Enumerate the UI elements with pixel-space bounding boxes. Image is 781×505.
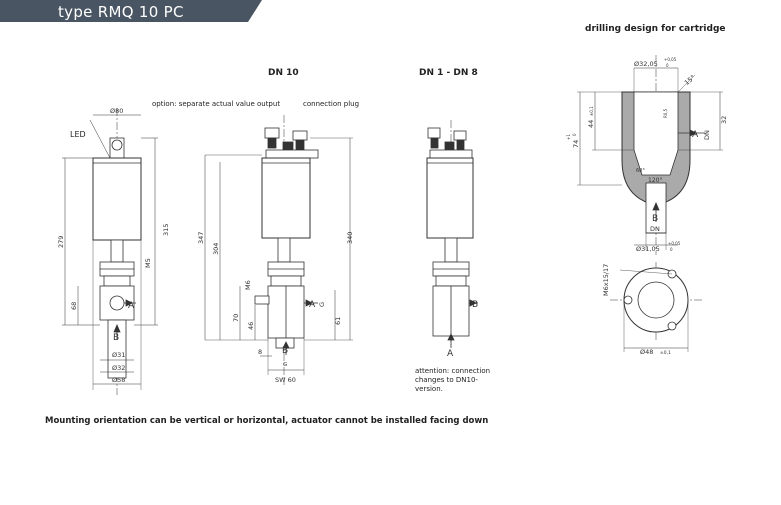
dim-d3105-tol-top: +0,05 [668, 241, 681, 246]
dim-347: 347 [197, 232, 205, 244]
cartridge-flange-view [610, 262, 702, 352]
dim-r05: R0,5 [663, 108, 668, 118]
attention-note-line-1: attention: connection [415, 367, 491, 375]
header-tab [0, 0, 262, 22]
dim-61: 61 [334, 317, 342, 325]
label-b-view3: B [472, 300, 478, 310]
dim-70: 70 [232, 314, 240, 322]
dim-d32: Ø32 [112, 364, 125, 372]
label-a-view1: A [128, 301, 135, 311]
label-a-view2: A [309, 300, 316, 310]
valve-side-view [62, 108, 158, 395]
dim-m5: M5 [144, 258, 152, 268]
led-label: LED [70, 130, 86, 139]
valve-dn10-view [204, 115, 353, 385]
dim-d3105: Ø31,05 [636, 245, 660, 253]
attention-note-line-2: changes to DN10- [415, 376, 478, 384]
label-b-view4: B [652, 214, 658, 224]
dim-46: 46 [247, 322, 255, 330]
dn1-8-heading: DN 1 - DN 8 [419, 68, 478, 78]
valve-dn1-8-view [426, 120, 478, 348]
dim-d48-tol: ±0,1 [660, 350, 671, 356]
dim-d3205: Ø32,05 [634, 60, 658, 68]
dim-m6: M6 [244, 280, 252, 290]
dim-d3205-tol-bot: 0 [666, 63, 669, 68]
drilling-heading: drilling design for cartridge [585, 24, 726, 34]
dim-340: 340 [346, 232, 354, 244]
attention-note-line-3: version. [415, 385, 443, 393]
dim-120deg: 120° [648, 177, 662, 184]
dim-60deg: 60° [636, 168, 645, 174]
dim-g-bottom: G [283, 362, 287, 368]
dim-g: G [318, 302, 326, 307]
connection-plug-note: connection plug [303, 100, 360, 108]
mounting-note: Mounting orientation can be vertical or … [45, 416, 489, 426]
dim-dn-bottom: DN [650, 225, 660, 233]
page-title: type RMQ 10 PC [58, 3, 184, 21]
dim-d80: Ø80 [110, 107, 123, 115]
dim-m6x15: M6x15/17 [602, 264, 610, 296]
dim-dn-side: DN [703, 130, 711, 140]
cartridge-section-view [577, 55, 723, 255]
dim-d48: Ø48 [640, 348, 653, 356]
dim-74-tol-bot: 0 [572, 133, 577, 136]
dim-315: 315 [162, 224, 170, 236]
dim-sw60: SW 60 [275, 376, 296, 384]
dim-d3105-tol-bot: 0 [670, 247, 673, 252]
dim-279: 279 [57, 236, 65, 248]
dim-8: 8 [258, 348, 262, 356]
header-tab-shape [0, 0, 262, 22]
dim-304: 304 [212, 243, 220, 255]
dim-44-tol: ±0,1 [589, 106, 594, 116]
label-b-view1: B [113, 333, 119, 343]
dim-d31: Ø31 [112, 351, 125, 359]
dim-d3205-tol-top: +0,05 [664, 57, 677, 62]
label-a-view4: A [692, 130, 699, 140]
option-note: option: separate actual value output [152, 100, 281, 108]
label-a-view3: A [447, 349, 454, 359]
dim-d58: Ø58 [112, 376, 125, 384]
dim-32: 32 [720, 116, 728, 124]
dn10-heading: DN 10 [268, 68, 299, 78]
label-b-view2: B [282, 346, 288, 356]
dim-74: 74 [572, 140, 580, 148]
dim-44: 44 [587, 120, 595, 128]
dim-74-tol-top: +1 [566, 134, 571, 140]
dim-68: 68 [70, 302, 78, 310]
